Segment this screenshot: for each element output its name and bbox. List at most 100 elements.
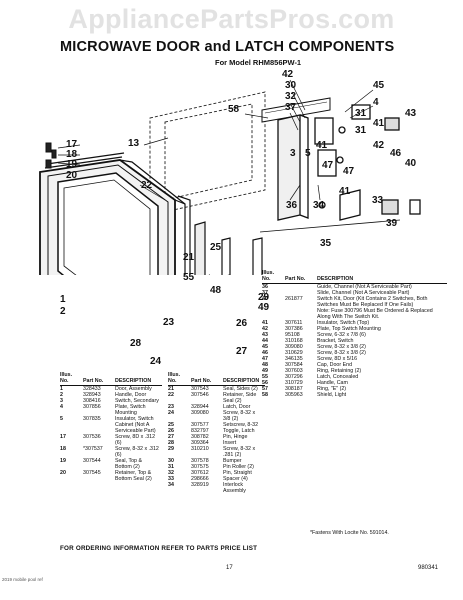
description: Switch Kit, Door (Kit Contains 2 Switche…	[317, 296, 428, 308]
table-row: Note: Fuse 300796 Must Be Ordered & Repl…	[262, 308, 447, 320]
table-row: 20 307545 Retainer, Top & Bottom Seal (2)	[60, 470, 162, 482]
part-no: 307603	[285, 368, 303, 374]
illus-no: 41	[262, 320, 268, 326]
callout: 58	[228, 104, 240, 115]
part-no: 307545	[83, 470, 101, 476]
part-no: 307612	[191, 470, 209, 476]
callout: 22	[141, 180, 153, 191]
callout: 47	[343, 166, 355, 177]
col-part: Part No.	[83, 372, 115, 386]
document-code: 980341	[418, 565, 439, 571]
description: Screw, 8-32 x 3/8 (2)	[223, 410, 256, 422]
callout: 27	[236, 346, 248, 357]
part-no: 307575	[191, 464, 209, 470]
callout: 36	[286, 200, 298, 211]
part-no: 310210	[191, 446, 209, 452]
callout: 25	[210, 242, 222, 253]
callout: 18	[66, 149, 78, 160]
illus-no: 43	[262, 332, 268, 338]
description: Pin, Straight	[223, 470, 252, 476]
part-no: 305963	[285, 392, 303, 398]
illus-no: 30	[168, 458, 174, 464]
description: Door, Assembly	[115, 386, 152, 392]
description: Latch, Concealed	[317, 374, 359, 380]
callout: 5	[305, 148, 311, 159]
description: Spacer (4)	[223, 476, 248, 482]
callout: 30	[285, 80, 297, 91]
description: Screw, 8D x 5/16	[317, 356, 358, 362]
callout: 17	[66, 139, 78, 150]
description: Cabinet (Not A Serviceable Part)	[115, 422, 156, 434]
col-illus: Illus. No.	[60, 372, 83, 386]
description: Retainer, Top & Bottom Seal (2)	[115, 470, 152, 482]
description: Screw, 8-32 x .312 (6)	[115, 446, 159, 458]
description: Screw, 6-32 x 7/8 (6)	[317, 332, 366, 338]
illus-no: 5	[60, 416, 63, 422]
illus-no: 37	[262, 290, 268, 296]
part-no: 307577	[191, 422, 209, 428]
illus-no: 40	[262, 296, 268, 302]
callout: 21	[183, 252, 195, 263]
part-no: 307296	[285, 374, 303, 380]
page-number: 17	[226, 565, 233, 571]
part-no: 95108	[285, 332, 300, 338]
illus-no	[262, 308, 285, 320]
col-desc: DESCRIPTION	[115, 372, 162, 386]
part-no: 307386	[285, 326, 303, 332]
footnote: *Fastens With Locite No. 591014.	[310, 530, 389, 536]
illus-no: 29	[168, 446, 174, 452]
part-no: 298666	[191, 476, 209, 482]
part-no: 307584	[285, 362, 303, 368]
illus-no: 49	[262, 368, 268, 374]
callout: 42	[282, 69, 294, 80]
part-no: 328944	[191, 404, 209, 410]
callout: 1	[60, 294, 66, 305]
description: Screw, 8-32 x 3/8 (2)	[317, 350, 366, 356]
callout: 42	[373, 140, 385, 151]
illus-no	[60, 422, 83, 434]
callout: 46	[390, 148, 402, 159]
part-no: 346135	[285, 356, 303, 362]
illus-no: 20	[60, 470, 66, 476]
callout: 28	[130, 338, 142, 349]
illus-no: 34	[168, 482, 174, 488]
part-no: 308782	[191, 434, 209, 440]
illus-no: 3	[60, 398, 63, 404]
part-no: 310168	[285, 338, 303, 344]
description: Plate, Switch Mounting	[115, 404, 146, 416]
description: Screw, 8-32 x 3/8 (2)	[317, 344, 366, 350]
callout: 2	[60, 306, 66, 317]
callout: 55	[183, 272, 195, 283]
part-no: 310629	[285, 350, 303, 356]
description: Insulator, Switch (Top)	[317, 320, 370, 326]
part-no: 307543	[191, 386, 209, 392]
part-no: 307611	[285, 320, 303, 326]
part-no: 310729	[285, 380, 303, 386]
description: Insert	[223, 440, 237, 446]
illus-no: 48	[262, 362, 268, 368]
description: Interlock Assembly	[223, 482, 246, 494]
part-no: 307546	[191, 392, 209, 398]
part-no: 328433	[83, 386, 101, 392]
table-row: Cabinet (Not A Serviceable Part)	[60, 422, 162, 434]
